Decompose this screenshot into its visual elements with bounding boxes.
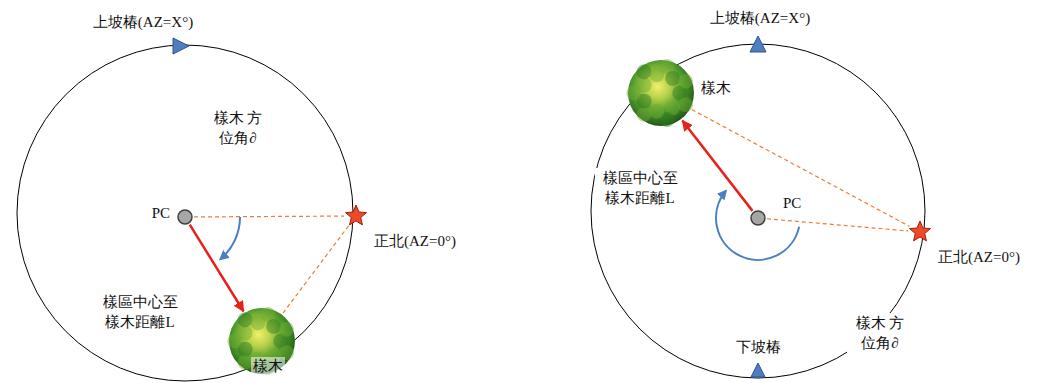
leaf-cluster xyxy=(637,77,652,92)
stake-triangle xyxy=(173,38,189,54)
leaf-cluster xyxy=(637,64,652,79)
sight-line xyxy=(283,226,349,313)
north-mark: 正北(AZ=0°) xyxy=(909,221,931,243)
plot-circle xyxy=(17,45,353,381)
north-mark-shape xyxy=(909,221,931,243)
center-dot xyxy=(178,210,192,224)
sample-tree: 樣木 xyxy=(228,307,296,375)
node-label: 樣木 xyxy=(251,357,285,375)
node-label: 下坡椿 xyxy=(734,338,783,356)
center-dot xyxy=(751,211,765,225)
stake-triangle xyxy=(751,363,765,377)
upslope-stake: 上坡椿(AZ=X°) xyxy=(749,35,767,53)
sight-line xyxy=(692,110,910,227)
sample-tree-shape xyxy=(627,59,695,127)
leaf-cluster xyxy=(266,319,281,334)
sample-tree: 樣木 xyxy=(627,59,695,127)
plot-center: PC xyxy=(750,210,766,226)
sight-line xyxy=(767,219,908,231)
distance-label: 樣區中心至 樣木距離L xyxy=(95,292,185,333)
distance-label: 樣區中心至 樣木距離L xyxy=(595,168,685,209)
star-symbol xyxy=(910,221,931,241)
distance-arrow xyxy=(682,121,752,211)
leaf-cluster xyxy=(649,104,664,119)
leaf-cluster xyxy=(678,97,693,112)
node-label: 正北(AZ=0°) xyxy=(372,232,458,250)
downslope-stake-shape xyxy=(750,362,766,378)
upslope-stake: 上坡椿(AZ=X°) xyxy=(172,37,190,55)
star-symbol xyxy=(346,205,367,225)
angle-label: 樣木 方位角∂ xyxy=(847,313,913,354)
node-label: 上坡椿(AZ=X°) xyxy=(91,13,195,31)
north-mark: 正北(AZ=0°) xyxy=(345,205,367,227)
leaf-cluster xyxy=(678,74,693,89)
stake-triangle xyxy=(750,36,766,52)
plot-center-shape xyxy=(750,210,766,226)
node-label: 正北(AZ=0°) xyxy=(936,248,1022,266)
node-label: PC xyxy=(150,204,172,222)
leaf-cluster xyxy=(238,312,253,327)
upslope-stake-shape xyxy=(172,37,190,55)
node-label: 樣木 xyxy=(699,79,733,97)
leaf-cluster xyxy=(637,107,652,122)
leaf-cluster xyxy=(238,325,253,340)
leaf-cluster xyxy=(665,71,680,86)
sight-line xyxy=(194,215,344,217)
node-label: 上坡椿(AZ=X°) xyxy=(708,9,812,27)
node-label: PC xyxy=(781,194,803,212)
upslope-stake-shape xyxy=(749,35,767,53)
leaf-cluster xyxy=(279,322,294,337)
distance-arrow xyxy=(190,225,244,312)
angle-label: 樣木 方位角∂ xyxy=(205,108,271,149)
plot-circle xyxy=(591,44,925,378)
downslope-stake: 下坡椿 xyxy=(750,362,766,378)
plot-center-shape xyxy=(177,209,193,225)
north-mark-shape xyxy=(345,205,367,227)
azimuth-arc xyxy=(220,217,240,259)
plot-center: PC xyxy=(177,209,193,225)
